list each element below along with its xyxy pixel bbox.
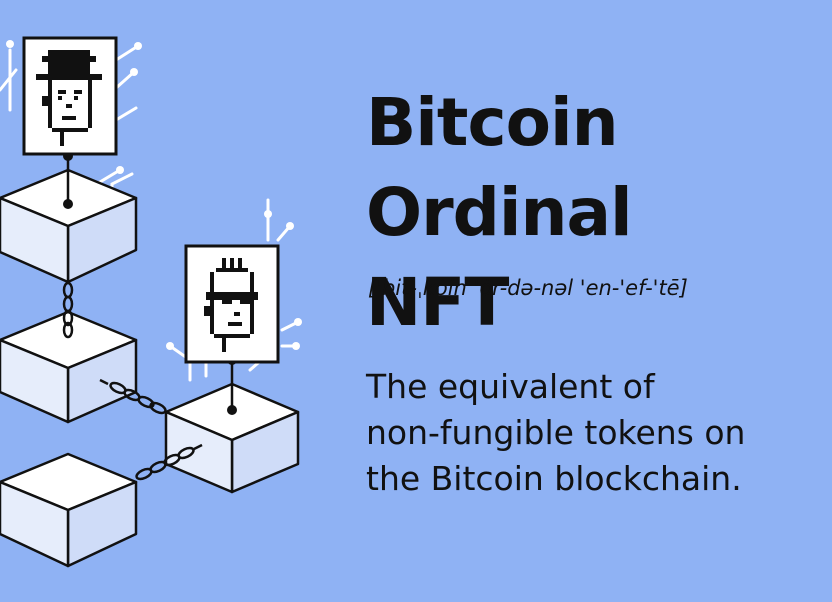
- definition-line-2: non-fungible tokens on: [366, 413, 746, 452]
- definition-line-1: The equivalent of: [366, 367, 655, 406]
- chain-link-icon: [62, 281, 74, 339]
- blockchain-block-icon: [0, 452, 138, 568]
- chain-link-icon: [135, 443, 203, 481]
- pixel-punk-mohawk-sunglasses-icon: [184, 244, 280, 364]
- definition-line-3: the Bitcoin blockchain.: [366, 459, 742, 498]
- pixel-punk-top-hat-icon: [22, 36, 118, 156]
- definition-text: The equivalent of non-fungible tokens on…: [366, 364, 826, 502]
- chain-link-icon: [99, 378, 167, 415]
- blockchain-illustration: [0, 36, 302, 568]
- page-title: Bitcoin Ordinal NFT: [366, 78, 826, 348]
- title-line-1: Bitcoin Ordinal: [366, 84, 633, 251]
- blockchain-block-icon: [0, 310, 138, 424]
- blockchain-block-icon: [0, 168, 138, 284]
- title-line-2: NFT: [366, 264, 509, 341]
- pronunciation: ['bit-ˌkȯin 'ȯr-də-nəl 'en-'ef-'tē]: [368, 276, 688, 300]
